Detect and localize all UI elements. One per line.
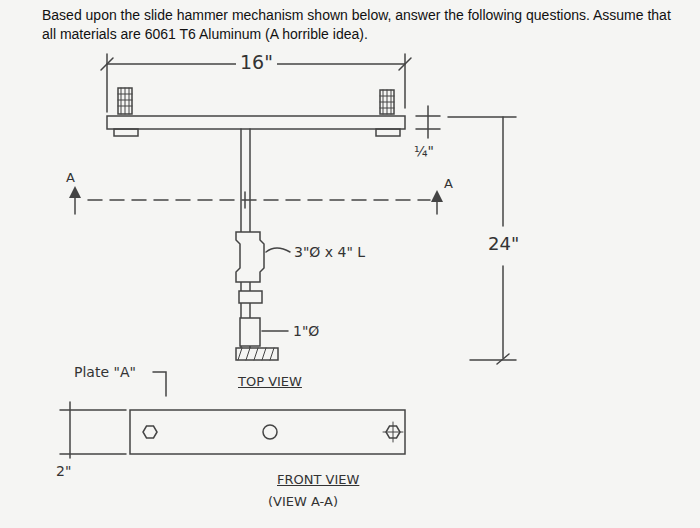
view-label: TOP VIEW [238, 375, 302, 390]
part-callout: 3"Ø x 4" L [294, 244, 365, 260]
dimension-text: ¼" [414, 143, 434, 159]
plate-hatch [238, 348, 274, 360]
nut [376, 129, 400, 136]
bolt-head [118, 88, 132, 114]
extension-line [470, 359, 516, 361]
center-mark [383, 422, 403, 442]
extension-line [448, 116, 516, 118]
leader-line [153, 372, 166, 396]
extension-line [404, 54, 406, 108]
section-arrow [74, 192, 76, 214]
section-letter: A [66, 171, 75, 186]
dimension-text: 2" [56, 463, 71, 479]
leader-line [266, 248, 290, 252]
view-label: FRONT VIEW [277, 473, 359, 488]
shaft-end [240, 318, 260, 346]
part-callout: Plate "A" [74, 364, 136, 380]
dimension-line [69, 402, 71, 458]
section-letter: A [444, 177, 453, 192]
bolt-thread [380, 90, 394, 114]
slide-weight [236, 232, 264, 282]
dimension-tick [497, 354, 509, 364]
problem-statement: Based upon the slide hammer mechanism sh… [42, 6, 682, 44]
dimension-text: 24" [484, 234, 523, 255]
section-line [88, 199, 430, 201]
plate-top-view [236, 348, 278, 360]
dimension-line [427, 106, 429, 138]
nut [114, 129, 138, 136]
center-mark [244, 192, 246, 208]
dimension-line [502, 117, 504, 226]
plate-front-view [130, 410, 405, 454]
bolt-head [380, 90, 394, 114]
stop-collar [239, 291, 262, 303]
handle-bar [107, 116, 405, 129]
shaft-hole [263, 425, 277, 439]
section-arrow [436, 196, 438, 214]
view-label: (VIEW A-A) [268, 495, 338, 510]
dimension-tick [399, 58, 411, 70]
dimension-line [502, 266, 504, 358]
hex-nut [143, 426, 157, 438]
bolt-thread [118, 88, 132, 114]
leader-line [262, 330, 288, 332]
part-callout: 1"Ø [293, 323, 319, 339]
dimension-tick [101, 58, 113, 70]
dimension-text: 16" [236, 52, 277, 74]
